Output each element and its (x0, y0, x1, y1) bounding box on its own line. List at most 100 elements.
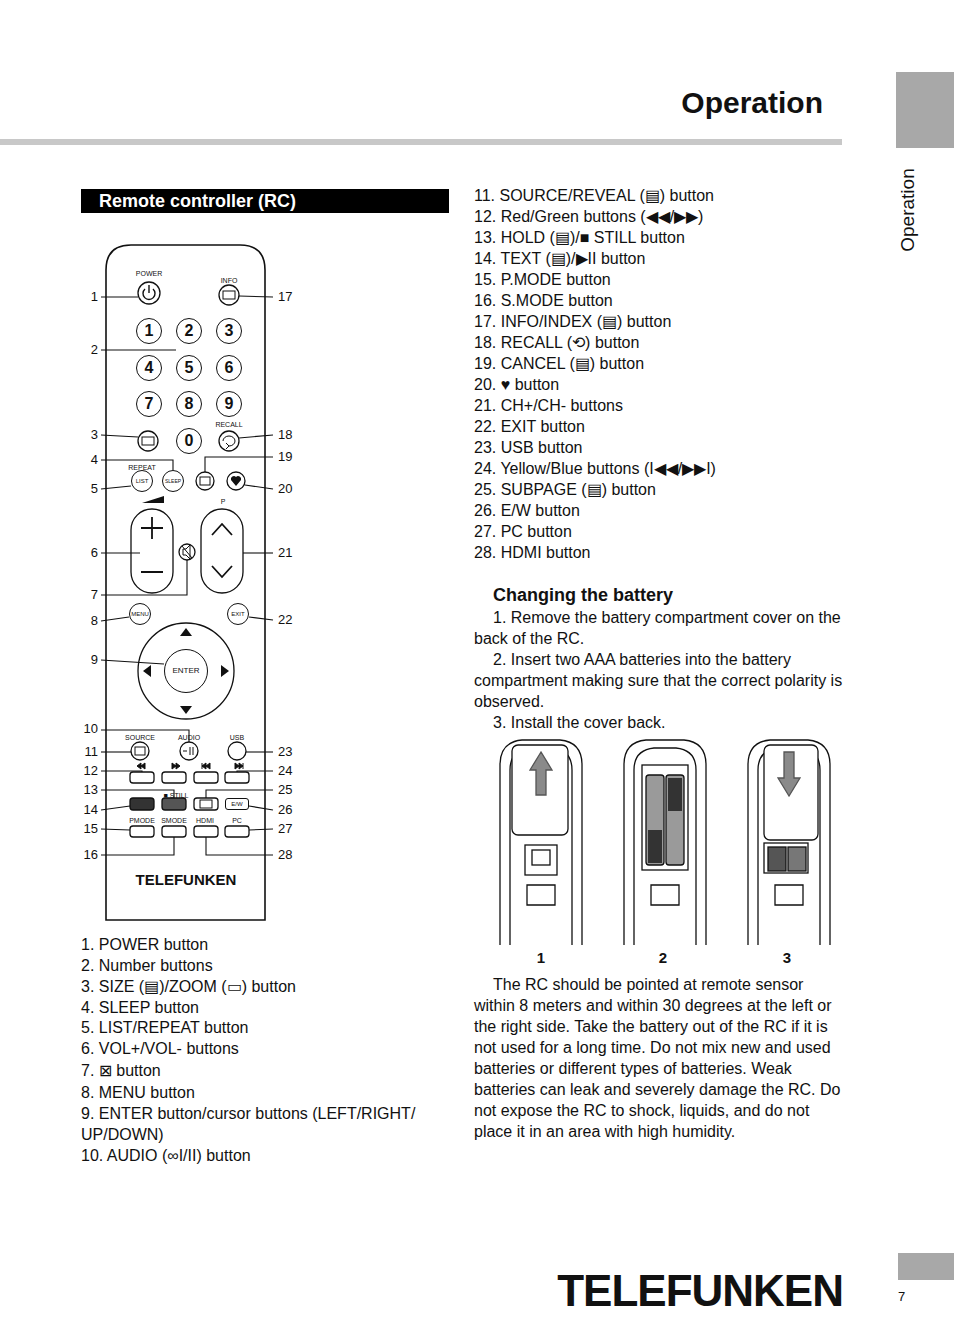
remote-button (201, 509, 243, 593)
callout-number: 27 (278, 821, 292, 838)
leader-line (249, 806, 273, 810)
section-band: Remote controller (RC) (81, 189, 449, 213)
remote-button (225, 772, 249, 783)
remote-button: 0 (176, 428, 202, 454)
remote-button (137, 763, 243, 769)
remote-button: ENTER (164, 649, 208, 693)
button-text: 8 (185, 396, 194, 412)
list-item: 16. S.MODE button (474, 291, 613, 312)
leader-line (101, 617, 129, 621)
list-item: 2. Number buttons (81, 955, 453, 976)
list-item: 17. INFO/INDEX (▤) button (474, 312, 671, 333)
remote-button: SLEEP (162, 470, 184, 492)
list-item: 6. VOL+/VOL- buttons (81, 1038, 453, 1059)
button-label: INFO (221, 276, 238, 285)
battery-figure (527, 885, 555, 905)
remote-button: 9 (216, 391, 242, 417)
remote-button (141, 517, 163, 572)
battery-figure (642, 765, 688, 870)
remote-button (225, 826, 249, 837)
remote-button: LIST (131, 470, 153, 492)
remote-button (138, 431, 158, 451)
battery-figure (764, 745, 818, 840)
battery-figure (788, 847, 806, 871)
leader-line (206, 837, 273, 855)
button-label: PC (232, 816, 242, 825)
remote-button (223, 291, 235, 299)
button-label: HDMI (196, 816, 214, 825)
battery-figure (500, 740, 830, 945)
callout-number: 11 (85, 744, 99, 761)
callout-number: 25 (278, 782, 292, 799)
battery-figure (646, 775, 664, 865)
callout-number: 18 (278, 427, 292, 444)
leader-line (101, 660, 164, 664)
leader-line (101, 790, 174, 798)
callout-number: 28 (278, 847, 292, 864)
remote-button (131, 509, 173, 593)
remote-button (143, 285, 155, 299)
callout-number: 2 (91, 342, 98, 359)
remote-button: EXIT (227, 603, 249, 625)
brand-logo: TELEFUNKEN (136, 870, 237, 890)
list-item: 18. RECALL (⟲) button (474, 333, 639, 354)
leader-line (101, 552, 140, 553)
remote-button (183, 747, 193, 755)
remote-button (130, 798, 154, 810)
page-number: 7 (898, 1289, 905, 1306)
leader-line (101, 829, 130, 830)
remote-button: 7 (136, 391, 162, 417)
callout-number: 24 (278, 763, 292, 780)
remote-button (231, 476, 241, 486)
remote-button (138, 623, 234, 719)
remote-button (200, 477, 210, 485)
button-text: MENU (131, 611, 149, 617)
section-heading: Changing the battery (493, 584, 673, 607)
remote-button (182, 545, 192, 559)
button-text: E/W (231, 801, 242, 807)
button-text: 6 (225, 360, 234, 376)
button-text: 0 (185, 433, 194, 449)
list-item: 12. Red/Green buttons (◀◀/▶▶) (474, 207, 703, 228)
list-item: 22. EXIT button (474, 417, 585, 438)
remote-button: 1 (136, 318, 162, 344)
remote-button (219, 285, 239, 305)
list-item: 24. Yellow/Blue buttons (I◀◀/▶▶I) (474, 459, 716, 480)
remote-button (227, 472, 245, 490)
callout-number: 3 (91, 427, 98, 444)
button-label: SMODE (161, 816, 187, 825)
remote-button (162, 798, 186, 810)
leader-line (249, 617, 273, 620)
remote-button (130, 772, 154, 783)
remote-button (179, 544, 195, 560)
button-label: PMODE (129, 816, 155, 825)
remote-button (130, 826, 154, 837)
button-text: 1 (145, 323, 154, 339)
leader-line (101, 730, 189, 742)
remote-button: 8 (176, 391, 202, 417)
leader-line (237, 771, 273, 772)
callout-number: 19 (278, 449, 292, 466)
callout-number: 7 (91, 587, 98, 604)
battery-figure (530, 752, 552, 795)
remote-button (135, 747, 145, 755)
battery-figure (651, 885, 679, 905)
remote-button (219, 431, 239, 451)
leader-line (101, 560, 187, 595)
leader-line (246, 751, 273, 752)
battery-figure (775, 885, 803, 905)
list-item: 26. E/W button (474, 501, 580, 522)
remote-button (212, 524, 232, 577)
battery-figure (768, 847, 786, 871)
leader-line (101, 806, 130, 810)
list-item: 28. HDMI button (474, 543, 591, 564)
remote-button: 2 (176, 318, 202, 344)
brand-logo: TELEFUNKEN (557, 1262, 843, 1319)
battery-figure (668, 778, 682, 811)
callout-number: 10 (84, 721, 98, 738)
callout-number: 13 (84, 782, 98, 799)
remote-body (106, 245, 265, 920)
list-item: 14. TEXT (▤)/▶II button (474, 249, 645, 270)
callout-number: 17 (278, 289, 292, 306)
leader-line (101, 771, 142, 772)
